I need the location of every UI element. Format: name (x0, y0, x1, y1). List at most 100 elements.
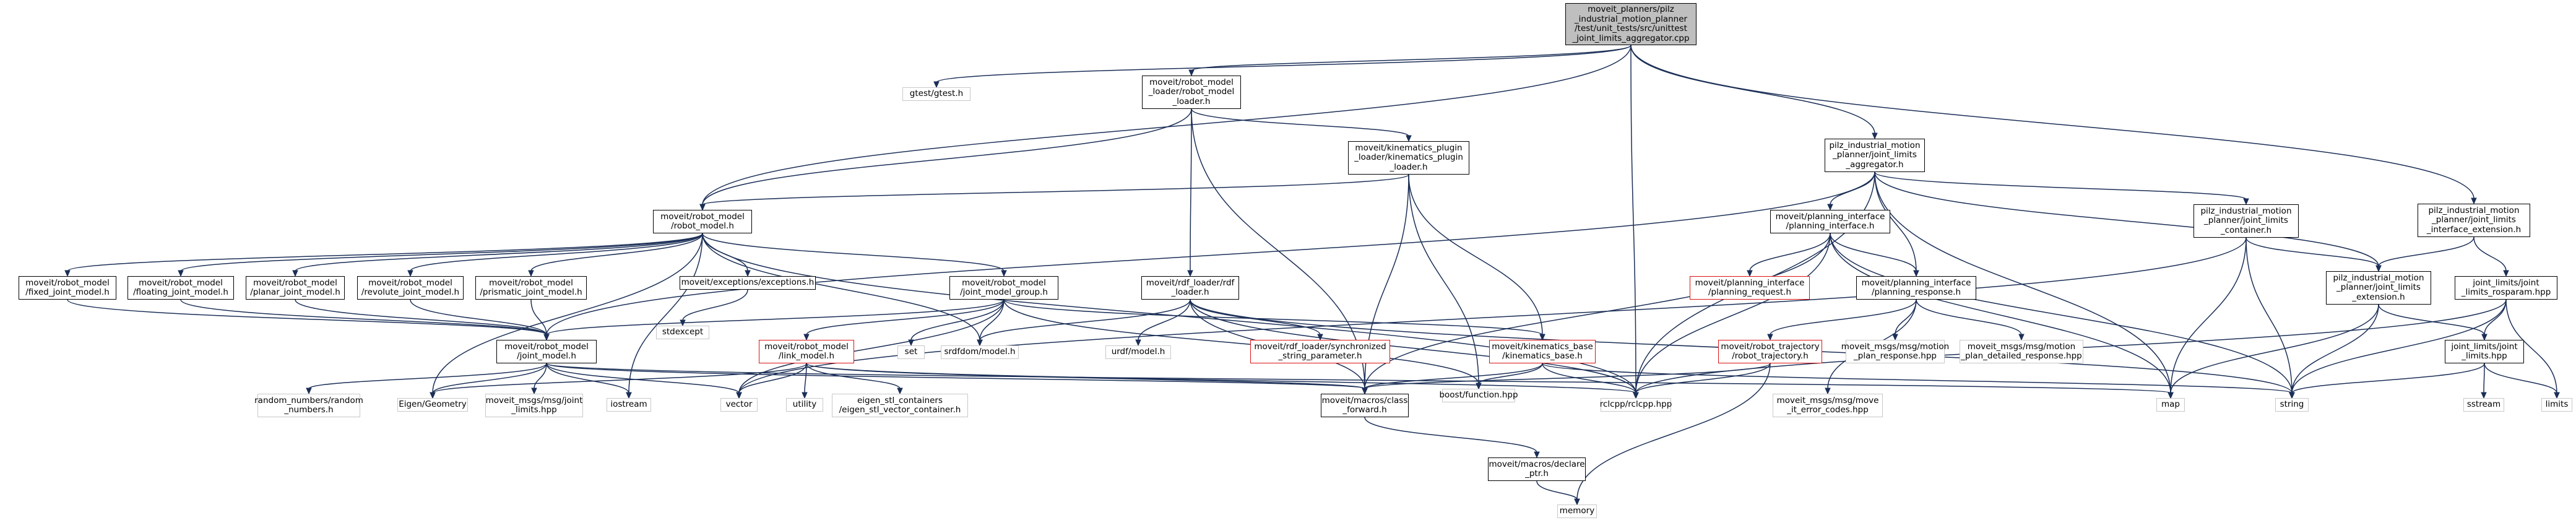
arrowhead-82 (897, 388, 903, 395)
arrowhead-74 (306, 388, 312, 395)
node-joint-limits-hpp[interactable]: joint_limits/joint _limits.hpp (2445, 340, 2524, 363)
edge-76 (534, 363, 547, 389)
edge-81 (804, 363, 807, 394)
node-map: map (2156, 398, 2185, 412)
edge-5 (1630, 45, 1636, 394)
edge-47 (410, 299, 547, 336)
node-set: set (897, 345, 925, 359)
edge-72 (2505, 299, 2557, 394)
edge-68 (2170, 304, 2379, 394)
arrowhead-65 (2018, 334, 2025, 341)
node-robot-model[interactable]: moveit/robot_model /robot_model.h (653, 210, 752, 233)
node-gtest: gtest/gtest.h (902, 87, 970, 101)
node-string: string (2275, 398, 2309, 412)
edge-12 (1408, 174, 1479, 384)
arrowhead-66 (1825, 388, 1831, 395)
edge-77 (546, 363, 629, 394)
node-joint-limits-aggregator[interactable]: pilz_industrial_motion _planner/joint_li… (1825, 139, 1925, 172)
edge-87 (1364, 363, 1543, 389)
node-boost-function: boost/function.hpp (1439, 389, 1518, 402)
arrowhead-24 (178, 270, 184, 277)
arrowhead-23 (64, 270, 71, 277)
arrowhead-14 (1827, 204, 1833, 211)
node-srdfdom: srdfdom/model.h (941, 345, 1019, 359)
arrowhead-35 (1913, 270, 1919, 277)
edge-21 (2378, 236, 2474, 267)
edge-65 (1916, 299, 2022, 336)
node-joint-limits-container[interactable]: pilz_industrial_motion _planner/joint_li… (2193, 204, 2299, 238)
arrowhead-94 (2481, 392, 2487, 399)
arrowhead-26 (407, 270, 413, 277)
edge-74 (308, 363, 547, 389)
arrowhead-0 (933, 81, 940, 89)
arrowhead-34 (1747, 270, 1753, 277)
node-macros-declare-ptr[interactable]: moveit/macros/declare _ptr.h (1488, 457, 1586, 481)
node-floating-joint-model[interactable]: moveit/robot_model /floating_joint_model… (128, 276, 234, 300)
edge-24 (180, 233, 703, 272)
arrowhead-7 (1406, 135, 1412, 142)
arrowhead-98 (1574, 498, 1580, 506)
edge-42 (2245, 237, 2293, 394)
node-joint-limits-rosparam[interactable]: joint_limits/joint _limits_rosparam.hpp (2455, 276, 2557, 300)
node-kinematics-plugin-loader[interactable]: moveit/kinematics_plugin _loader/kinemat… (1348, 141, 1469, 175)
edge-36 (1364, 233, 1831, 389)
arrowhead-54 (1539, 334, 1545, 341)
arrowhead-22 (2503, 270, 2509, 277)
edge-38 (1830, 233, 2293, 394)
edge-55 (738, 299, 1005, 394)
node-sstream: sstream (2463, 398, 2504, 412)
arrowhead-27 (528, 270, 534, 277)
node-joint-limits-extension[interactable]: pilz_industrial_motion _planner/joint_li… (2326, 271, 2431, 305)
arrowhead-10 (699, 204, 706, 211)
edge-26 (410, 233, 703, 272)
node-limits: limits (2541, 398, 2572, 412)
edge-58 (979, 299, 1191, 341)
node-motion-plan-detailed-response: moveit_msgs/msg/motion _plan_detailed_re… (1960, 340, 2083, 363)
arrowhead-91 (1362, 388, 1368, 395)
node-joint-model-group[interactable]: moveit/robot_model /joint_model_group.h (949, 276, 1058, 300)
edge-15 (1874, 171, 2247, 200)
node-fixed-joint-model[interactable]: moveit/robot_model /fixed_joint_model.h (19, 276, 116, 300)
node-utility: utility (786, 398, 823, 412)
node-planning-response[interactable]: moveit/planning_interface /planning_resp… (1856, 276, 1976, 300)
arrowhead-64 (1892, 334, 1898, 341)
node-planning-request: moveit/planning_interface /planning_requ… (1690, 276, 1810, 300)
arrowhead-8 (1187, 270, 1193, 277)
edge-54 (1003, 299, 1543, 336)
node-rdf-loader[interactable]: moveit/rdf_loader/rdf _loader.h (1141, 276, 1239, 300)
edge-0 (936, 45, 1632, 83)
node-revolute-joint-model[interactable]: moveit/robot_model /revolute_joint_model… (357, 276, 464, 300)
edge-95 (2291, 363, 2485, 394)
arrowhead-29 (1001, 270, 1007, 277)
arrowhead-77 (626, 392, 632, 399)
edge-92 (1635, 363, 1771, 394)
edge-93 (1576, 363, 1771, 500)
node-macros-class-forward[interactable]: moveit/macros/class _forward.h (1321, 394, 1409, 417)
node-robot-model-loader[interactable]: moveit/robot_model _loader/robot_model _… (1142, 76, 1241, 109)
edge-16 (1874, 171, 2379, 267)
edge-91 (1364, 363, 1771, 389)
edge-30 (702, 233, 980, 341)
node-joint-limits-interface-extension-top[interactable]: pilz_industrial_motion _planner/joint_li… (2418, 204, 2530, 237)
edge-49 (682, 289, 748, 321)
node-planning-interface[interactable]: moveit/planning_interface /planning_inte… (1770, 210, 1890, 233)
arrowhead-3 (2471, 197, 2477, 205)
node-iostream: iostream (607, 398, 651, 412)
edge-98 (1536, 480, 1578, 500)
node-random-numbers: random_numbers/random _numbers.h (254, 394, 363, 417)
edge-53 (979, 299, 1005, 341)
node-planar-joint-model[interactable]: moveit/robot_model /planar_joint_model.h (246, 276, 345, 300)
edge-44 (67, 299, 547, 336)
node-stdexcept: stdexcept (656, 326, 709, 339)
arrowhead-97 (1534, 451, 1540, 459)
node-joint-model[interactable]: moveit/robot_model /joint_model.h (496, 340, 597, 363)
edge-75 (432, 363, 547, 394)
node-msg-joint-limits: moveit_msgs/msg/joint _limits.hpp (485, 394, 583, 417)
node-exceptions[interactable]: moveit/exceptions/exceptions.h (680, 276, 816, 290)
arrowhead-63 (1767, 334, 1773, 341)
edge-34 (1749, 233, 1831, 272)
edge-48 (530, 299, 547, 336)
node-prismatic-joint-model[interactable]: moveit/robot_model /prismatic_joint_mode… (475, 276, 587, 300)
edge-46 (295, 299, 547, 336)
edge-6 (702, 108, 1192, 206)
